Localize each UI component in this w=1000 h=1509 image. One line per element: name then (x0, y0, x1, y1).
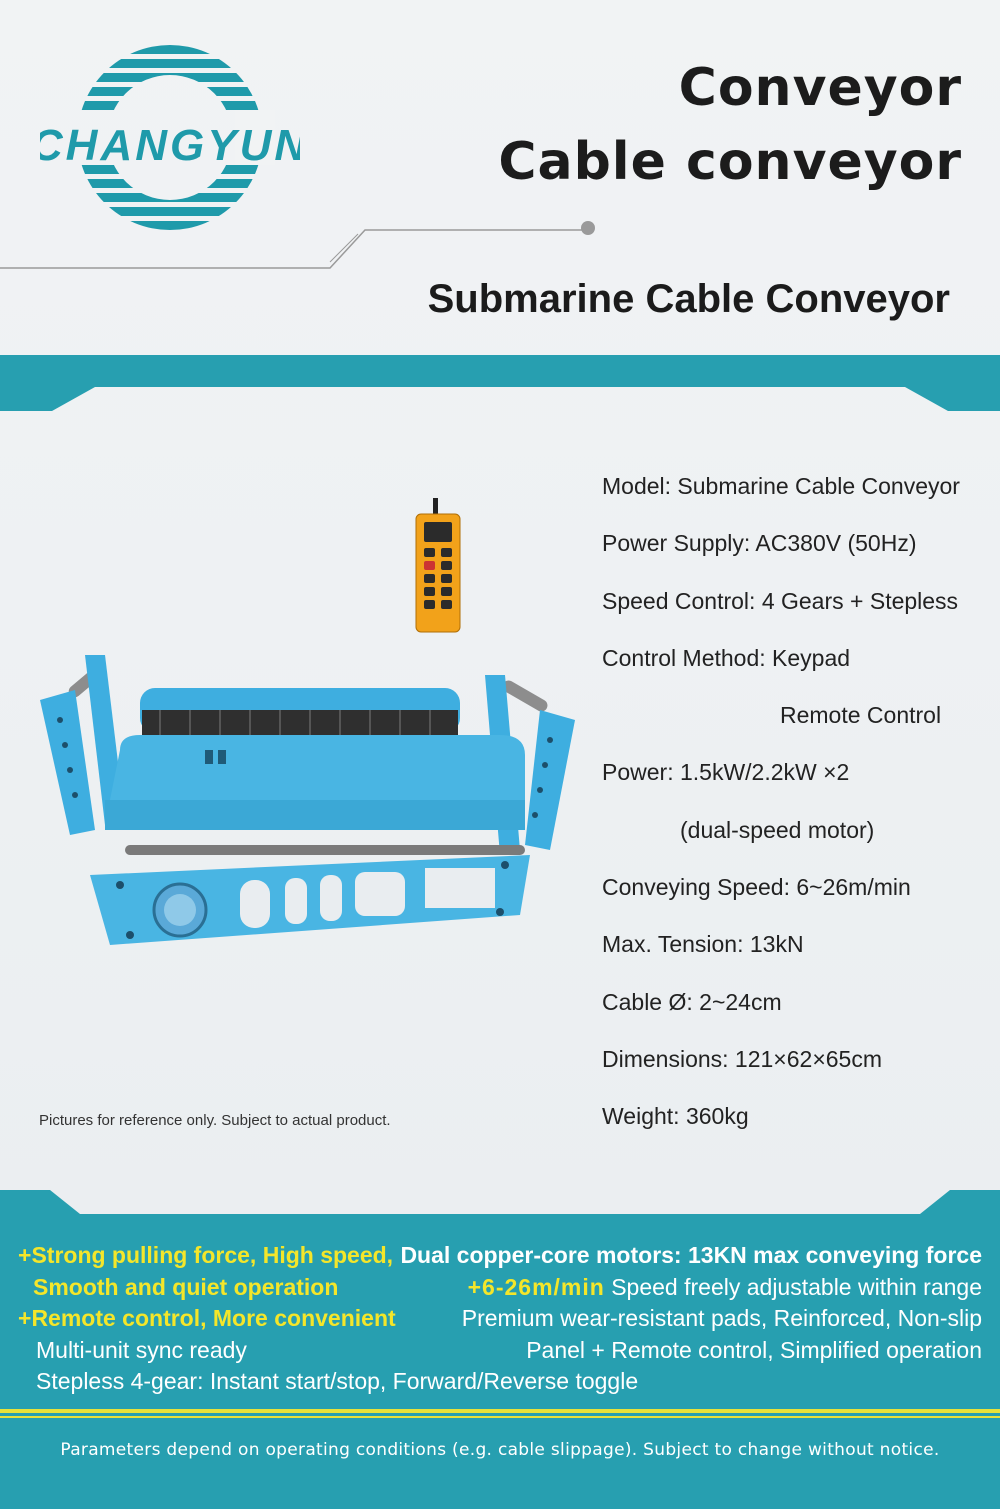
spec-model: Model: Submarine Cable Conveyor (602, 473, 960, 499)
divider-line (0, 1409, 1000, 1413)
features-left: +Strong pulling force, High speed, Smoot… (18, 1240, 396, 1366)
feature-right-1: Dual copper-core motors: 13KN max convey… (400, 1242, 982, 1268)
spec-speed-control: Speed Control: 4 Gears + Stepless (602, 587, 959, 614)
page-title-line2: Cable conveyor (498, 132, 962, 192)
decorative-line (0, 221, 595, 269)
spec-max-tension: Max. Tension: 13kN (602, 931, 804, 958)
spec-power-cont: (dual-speed motor) (680, 816, 875, 843)
footer-note: Parameters depend on operating condition… (60, 1440, 940, 1460)
feature-right-3: Premium wear-resistant pads, Reinforced,… (461, 1305, 982, 1331)
spec-control-method-cont: Remote Control (780, 702, 942, 729)
remote-control-icon (412, 498, 464, 634)
spec-weight: Weight: 360kg (602, 1103, 749, 1130)
logo-text: CHANGYUN (40, 121, 300, 170)
top-teal-band (0, 355, 1000, 411)
brand-logo: CHANGYUN (31, 40, 306, 235)
feature-right-2: +6-26m/min Speed freely adjustable withi… (467, 1273, 982, 1300)
spec-power: Power: 1.5kW/2.2kW ×2 (602, 759, 850, 786)
feature-left-4: Multi-unit sync ready (36, 1336, 247, 1363)
features-right: Dual copper-core motors: 13KN max convey… (400, 1240, 982, 1366)
feature-bottom: Stepless 4-gear: Instant start/stop, For… (36, 1368, 639, 1394)
cable-conveyor-machine-icon (30, 650, 580, 950)
feature-right-4: Panel + Remote control, Simplified opera… (526, 1336, 982, 1363)
spec-list: Model: Submarine Cable Conveyor Power Su… (602, 466, 992, 1154)
feature-left-3: +Remote control, More convenient (18, 1305, 396, 1331)
spec-dimensions: Dimensions: 121×62×65cm (602, 1045, 882, 1072)
divider-line-thin (0, 1416, 1000, 1418)
image-disclaimer: Pictures for reference only. Subject to … (39, 1112, 391, 1129)
product-subtitle: Submarine Cable Conveyor (427, 277, 950, 321)
spec-power-supply: Power Supply: AC380V (50Hz) (602, 530, 917, 557)
feature-left-1: +Strong pulling force, High speed, (18, 1242, 394, 1268)
spec-control-method: Control Method: Keypad (602, 644, 851, 671)
feature-left-2: Smooth and quiet operation (33, 1273, 339, 1300)
spec-conveying-speed: Conveying Speed: 6~26m/min (602, 874, 911, 901)
spec-cable-diameter: Cable Ø: 2~24cm (602, 988, 782, 1015)
page-title-line1: Conveyor (678, 58, 962, 118)
features-panel (0, 1190, 1000, 1509)
features-panel-notch (0, 1190, 1000, 1214)
